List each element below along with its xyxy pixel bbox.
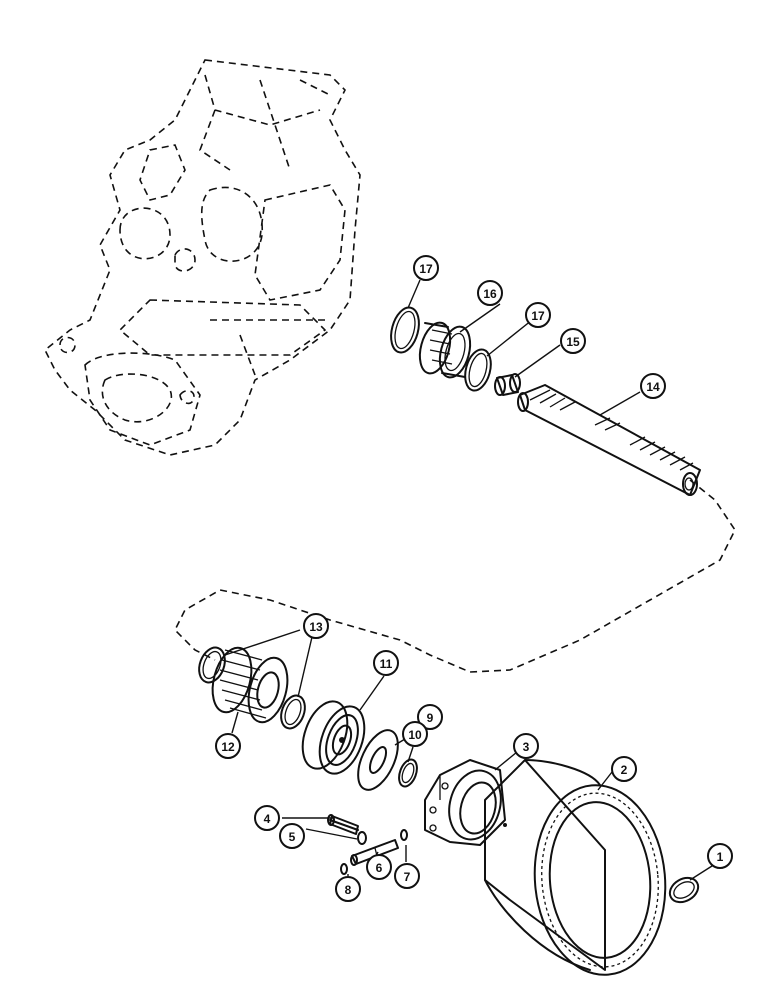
callout-label: 7 xyxy=(404,870,411,884)
bolt-4 xyxy=(327,814,359,835)
ball-bearing-11 xyxy=(301,700,366,775)
callout-11: 11 xyxy=(373,650,399,676)
callout-10: 10 xyxy=(402,721,428,747)
callout-label: 15 xyxy=(566,335,580,349)
spur-gear-12 xyxy=(211,646,289,724)
snap-ring-10 xyxy=(398,758,418,788)
callout-14: 14 xyxy=(640,373,666,399)
callout-label: 12 xyxy=(221,740,235,754)
callout-label: 3 xyxy=(523,740,530,754)
callout-label: 11 xyxy=(380,657,393,671)
thrust-washer-9 xyxy=(357,729,399,791)
callout-8: 8 xyxy=(335,876,361,902)
ring-gear-2 xyxy=(484,759,667,976)
snap-ring-13-upper xyxy=(198,646,226,684)
output-shaft-14 xyxy=(517,384,701,496)
callout-label: 1 xyxy=(717,850,724,864)
callout-16: 16 xyxy=(477,280,503,306)
callout-label: 17 xyxy=(419,262,433,276)
callout-12: 12 xyxy=(215,733,241,759)
callout-2: 2 xyxy=(611,756,637,782)
callout-label: 9 xyxy=(427,711,434,725)
callout-label: 17 xyxy=(531,309,545,323)
callout-label: 5 xyxy=(289,830,296,844)
callout-17-left: 17 xyxy=(413,255,439,281)
assembly-path-line xyxy=(174,479,736,673)
o-ring-7 xyxy=(400,829,408,841)
callout-13: 13 xyxy=(303,613,329,639)
snap-ring-17-right xyxy=(464,348,492,392)
callout-17-right: 17 xyxy=(525,302,551,328)
callout-label: 8 xyxy=(345,883,352,897)
callout-label: 6 xyxy=(376,861,383,875)
callout-5: 5 xyxy=(279,823,305,849)
lock-washer-5 xyxy=(357,831,367,845)
callout-label: 14 xyxy=(646,380,660,394)
callout-label: 10 xyxy=(408,728,422,742)
carrier-housing-3 xyxy=(424,759,506,846)
bushing-15 xyxy=(494,373,521,396)
callout-3: 3 xyxy=(513,733,539,759)
callout-label: 16 xyxy=(483,287,497,301)
transmission-housing xyxy=(43,59,361,456)
callout-9: 9 xyxy=(417,704,443,730)
needle-bearing-16 xyxy=(418,321,472,379)
callout-4: 4 xyxy=(254,805,280,831)
snap-ring-13-lower xyxy=(280,694,306,730)
snap-ring-17-left xyxy=(390,306,420,354)
leader-lines xyxy=(224,279,713,881)
callout-6: 6 xyxy=(366,854,392,880)
callout-label: 4 xyxy=(264,812,271,826)
callout-15: 15 xyxy=(560,328,586,354)
callout-7: 7 xyxy=(394,863,420,889)
snap-ring-1 xyxy=(668,876,700,904)
callout-label: 13 xyxy=(309,620,323,634)
o-ring-8 xyxy=(340,863,348,875)
callout-1: 1 xyxy=(707,843,733,869)
callout-label: 2 xyxy=(621,763,628,777)
